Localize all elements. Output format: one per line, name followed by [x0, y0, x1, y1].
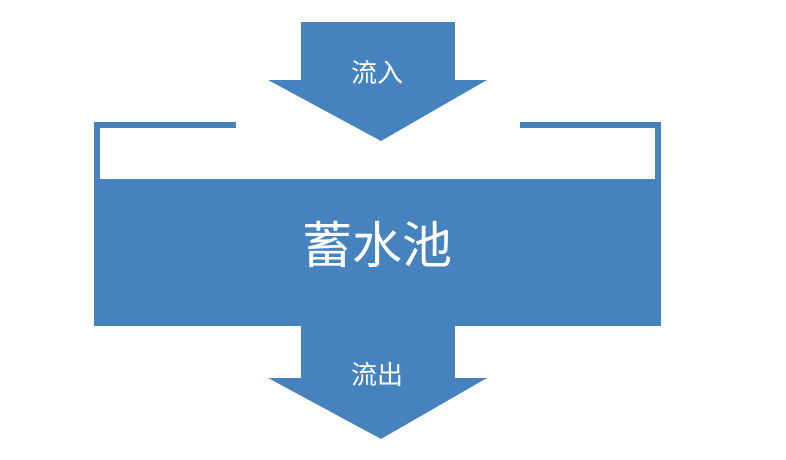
outflow-label: 流出 — [351, 361, 403, 391]
reservoir-tank: 蓄水池 — [94, 122, 661, 326]
inflow-arrow-shape — [268, 22, 487, 141]
inflow-arrow: 流入 — [268, 22, 487, 141]
tank-water — [94, 179, 661, 326]
reservoir-label: 蓄水池 — [302, 217, 452, 275]
tank-outline — [94, 122, 661, 180]
inflow-label: 流入 — [351, 59, 403, 89]
outflow-arrow-shape — [268, 325, 487, 439]
outflow-arrow: 流出 — [268, 325, 487, 439]
